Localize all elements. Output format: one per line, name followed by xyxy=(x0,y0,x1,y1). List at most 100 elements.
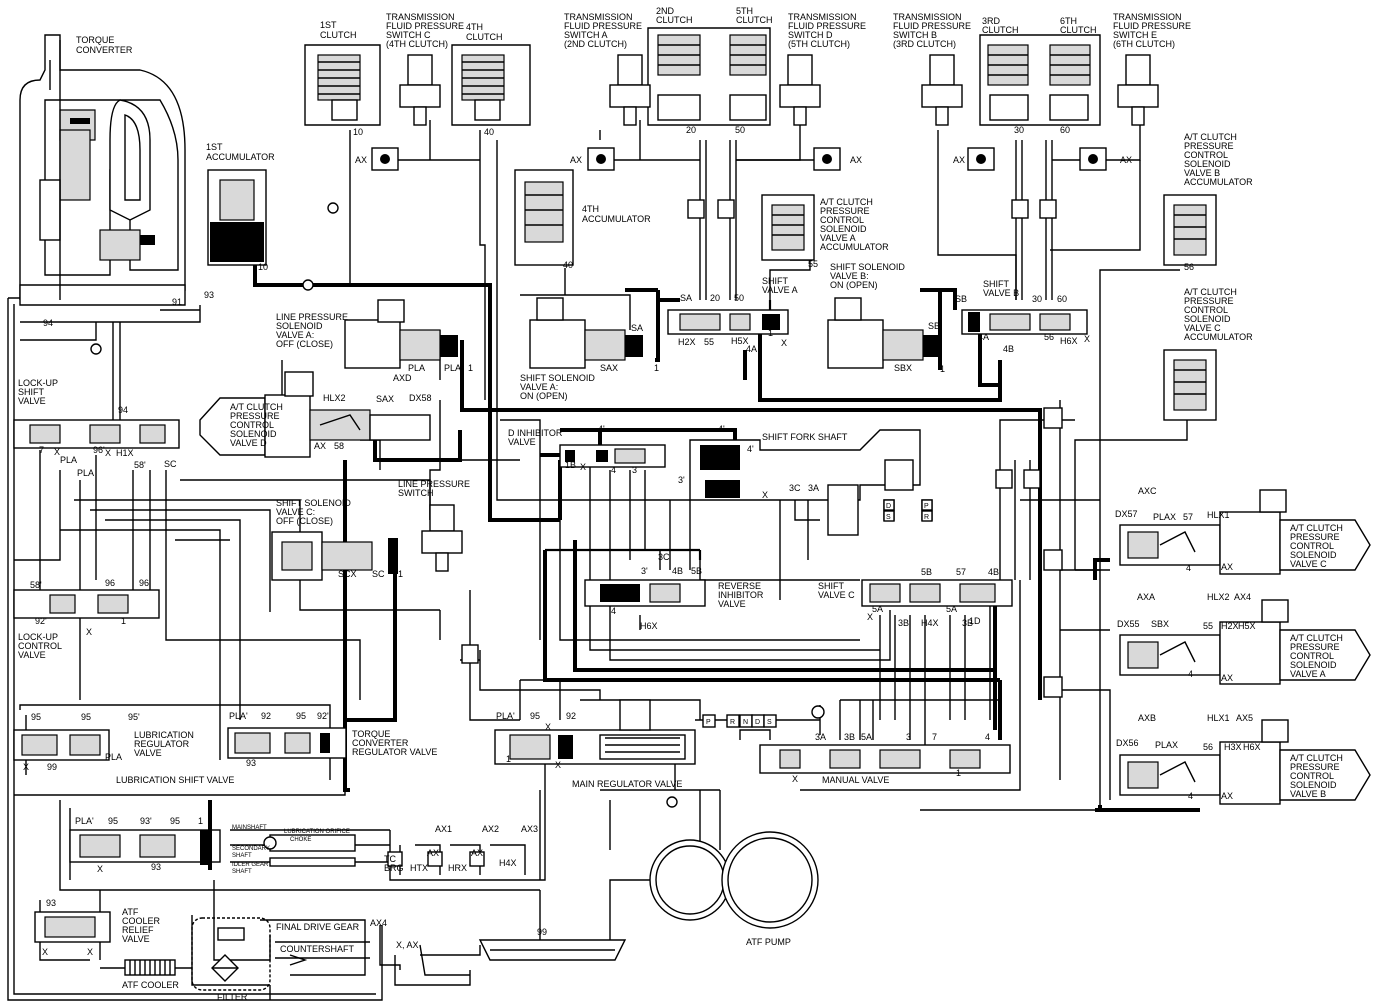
port-label: 20 xyxy=(710,293,720,303)
port-label: 99 xyxy=(47,762,57,772)
port-label: DX57 xyxy=(1115,509,1138,519)
port-label: SA xyxy=(631,323,643,333)
port-label: 3A xyxy=(815,732,826,742)
port-label: 93' xyxy=(140,816,152,826)
port-label: 92 xyxy=(261,711,271,721)
port-label: 20 xyxy=(686,125,696,135)
accumulator-atc-b xyxy=(1163,194,1217,266)
port-label: 4' xyxy=(718,424,725,434)
port-label: SCX xyxy=(338,569,357,579)
port-label: 1 xyxy=(198,816,203,826)
port-label: X xyxy=(792,774,798,784)
port-label: 3B xyxy=(962,618,973,628)
line-pressure-switch xyxy=(421,504,463,572)
shift-solenoid-c xyxy=(271,531,398,581)
port-label: 95 xyxy=(530,711,540,721)
d-inhibitor-valve xyxy=(559,444,666,468)
port-label: 1 xyxy=(940,364,945,374)
port-label: H6X xyxy=(640,621,658,631)
port-label: 93 xyxy=(204,290,214,300)
label-manual-valve: MANUAL VALVE xyxy=(822,775,889,785)
accumulator-atc-a xyxy=(761,194,815,261)
port-label: X xyxy=(545,722,551,732)
port-label: X xyxy=(97,864,103,874)
tfps-a xyxy=(609,54,651,126)
port-label: 7 xyxy=(932,732,937,742)
port-label: H5X xyxy=(731,336,749,346)
port-label: 4 xyxy=(985,732,990,742)
port-label: 4B xyxy=(672,566,683,576)
port-label: PLA xyxy=(77,468,94,478)
port-label: AX xyxy=(355,155,367,165)
port-label: 95 xyxy=(170,816,180,826)
port-label: HLX2 xyxy=(1207,592,1230,602)
port-label: AXA xyxy=(1137,592,1155,602)
port-label: 3' xyxy=(641,566,648,576)
port-label: 5B xyxy=(691,566,702,576)
port-label: PLAX xyxy=(1153,512,1176,522)
port-label: AX2 xyxy=(482,824,499,834)
port-label: 92 xyxy=(566,711,576,721)
shift-valve-b xyxy=(961,309,1088,335)
port-label: 91 xyxy=(172,297,182,307)
filter xyxy=(191,917,271,991)
port-label: H4X xyxy=(921,618,939,628)
tfps-c xyxy=(399,54,441,126)
port-label: AX xyxy=(1221,791,1233,801)
atc-solenoid-a xyxy=(1119,599,1371,685)
port-label: AXC xyxy=(1138,486,1157,496)
port-label: 3C xyxy=(658,552,670,562)
port-label: 3C xyxy=(789,483,801,493)
port-label: DX58 xyxy=(409,393,432,403)
port-label: HTX xyxy=(410,863,428,873)
port-label: PLA xyxy=(444,363,461,373)
solenoids xyxy=(199,297,1371,805)
port-label: H6X xyxy=(1243,742,1261,752)
port-label: SC xyxy=(372,569,385,579)
port-label: X xyxy=(87,947,93,957)
port-label: H6X xyxy=(1060,336,1078,346)
port-label: SC xyxy=(164,459,177,469)
port-label: 55 xyxy=(808,259,818,269)
port-label: PLA xyxy=(408,363,425,373)
accumulators xyxy=(207,169,1217,421)
port-label: HRX xyxy=(448,863,467,873)
port-label: AX xyxy=(314,441,326,451)
port-label: AX xyxy=(1221,562,1233,572)
label-x-ax: X, AX xyxy=(396,940,419,950)
lubrication-regulator-valve xyxy=(13,729,110,761)
port-label: 1D xyxy=(969,616,981,626)
port-label: 95 xyxy=(31,712,41,722)
port-label: 1 xyxy=(468,363,473,373)
port-label: 60 xyxy=(1057,294,1067,304)
port-label: 57 xyxy=(1183,512,1193,522)
port-label: SAX xyxy=(600,363,618,373)
port-label: PLAX xyxy=(1155,740,1178,750)
port-label: X xyxy=(1084,334,1090,344)
port-label: 1 xyxy=(121,616,126,626)
port-label: 4' xyxy=(598,424,605,434)
spool-valves xyxy=(13,309,1088,943)
port-label: 10 xyxy=(353,127,363,137)
accumulator-4th xyxy=(514,169,574,266)
port-label: 3A xyxy=(808,483,819,493)
port-label: PLA' xyxy=(496,711,515,721)
port-label: AX xyxy=(1120,155,1132,165)
port-label: SB xyxy=(928,321,940,331)
